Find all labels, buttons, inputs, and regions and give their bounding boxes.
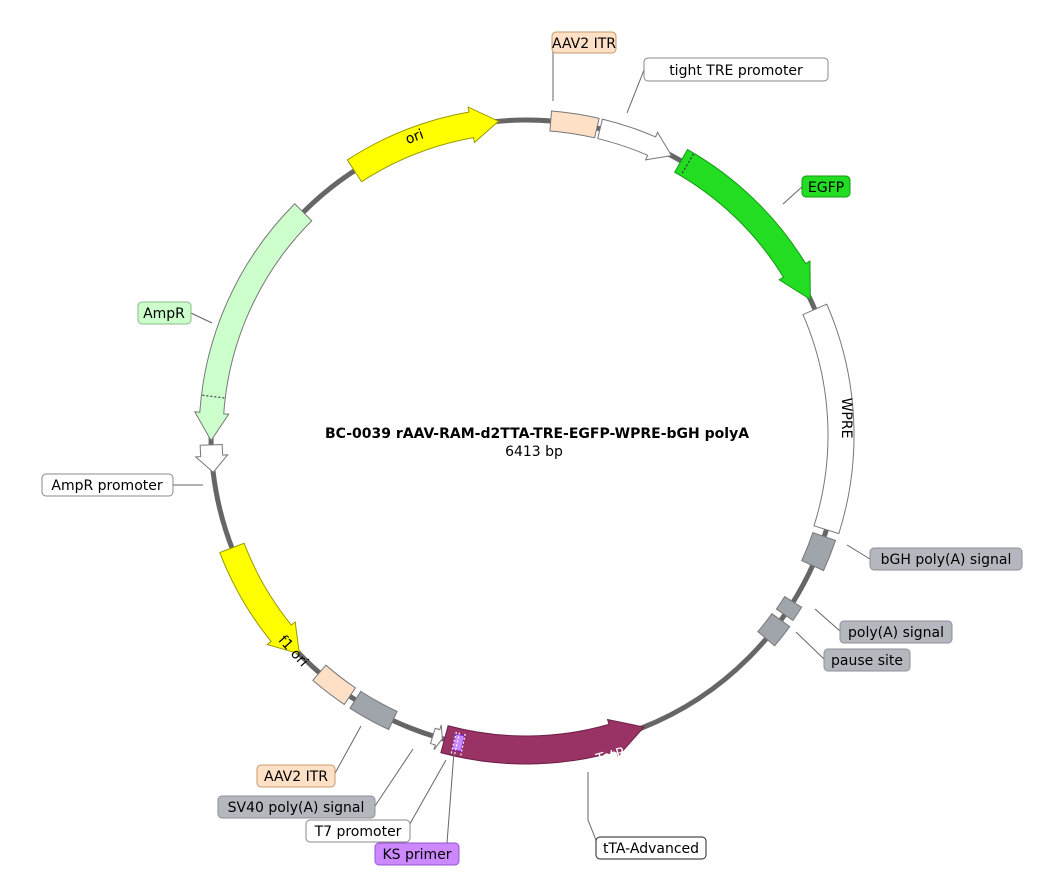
tight-tre-promoter-shape[interactable] — [597, 118, 673, 161]
label-ks-primer[interactable]: KS primer — [374, 842, 460, 866]
ks-primer-text: KS primer — [382, 847, 451, 863]
egfp-text: EGFP — [808, 180, 844, 196]
bgh-polya-signal-shape[interactable] — [801, 532, 837, 572]
tight-tre-promoter-text: tight TRE promoter — [669, 63, 803, 79]
f1-ori-label: f1 ori — [275, 632, 311, 670]
label-ampr[interactable]: AmpR — [137, 301, 192, 325]
label-polya-signal[interactable]: poly(A) signal — [839, 620, 953, 644]
t7-promoter-text: T7 promoter — [314, 824, 402, 840]
plasmid-title: BC-0039 rAAV-RAM-d2TTA-TRE-EGFP-WPRE-bGH… — [325, 426, 749, 442]
egfp-shape[interactable] — [674, 148, 811, 301]
label-tight-tre-promoter[interactable]: tight TRE promoter — [643, 57, 829, 82]
ampr-shape[interactable] — [193, 203, 313, 442]
label-aav2-itr-bottom[interactable]: AAV2 ITR — [256, 764, 336, 788]
segment-mark — [454, 730, 461, 755]
label-ampr-promoter[interactable]: AmpR promoter — [41, 473, 174, 497]
plasmid-length: 6413 bp — [505, 444, 563, 460]
tetr-label: TetR — [593, 744, 627, 768]
wpre-label: WPRE — [838, 398, 854, 439]
segment-mark — [450, 729, 458, 754]
leader-lines — [173, 51, 871, 846]
label-tta-advanced[interactable]: tTA-Advanced — [595, 836, 707, 860]
aav2-itr-bottom-text: AAV2 ITR — [264, 769, 328, 785]
tta-advanced-text: tTA-Advanced — [603, 841, 699, 857]
ori-label: ori — [403, 127, 426, 148]
pause-site-shape[interactable] — [757, 612, 791, 647]
t7-promoter-shape[interactable] — [429, 724, 443, 751]
f1-ori-shape[interactable] — [219, 542, 301, 655]
pause-site-text: pause site — [831, 653, 903, 669]
label-egfp[interactable]: EGFP — [801, 175, 851, 198]
tetr-shape[interactable] — [440, 718, 645, 765]
segment-mark — [460, 731, 467, 756]
label-sv40-polya-signal[interactable]: SV40 poly(A) signal — [217, 795, 376, 819]
ori-shape[interactable] — [346, 106, 500, 183]
bgh-polya-signal-text: bGH poly(A) signal — [881, 552, 1012, 568]
ampr-promoter-text: AmpR promoter — [51, 478, 162, 494]
polya-signal-text: poly(A) signal — [848, 625, 944, 641]
segment-mark — [680, 153, 694, 176]
ampr-promoter-shape[interactable] — [194, 444, 229, 474]
feature-shapes — [193, 106, 855, 765]
ampr-text: AmpR — [143, 306, 185, 322]
label-bgh-polya-signal[interactable]: bGH poly(A) signal — [869, 547, 1023, 571]
polya-signal-shape[interactable] — [775, 595, 803, 622]
sv40-polya-signal-text: SV40 poly(A) signal — [228, 800, 365, 816]
label-t7-promoter[interactable]: T7 promoter — [305, 819, 411, 843]
aav2-itr-bottom-shape[interactable] — [312, 664, 357, 706]
wpre-shape[interactable] — [802, 303, 855, 535]
ks-primer-shape[interactable] — [451, 733, 465, 752]
sv40-polya-signal-shape[interactable] — [349, 690, 398, 731]
aav2-itr-top-shape[interactable] — [549, 110, 600, 139]
label-pause-site[interactable]: pause site — [823, 648, 911, 672]
label-aav2-itr-top[interactable]: AAV2 ITR — [551, 31, 617, 54]
aav2-itr-top-text: AAV2 ITR — [552, 36, 616, 52]
